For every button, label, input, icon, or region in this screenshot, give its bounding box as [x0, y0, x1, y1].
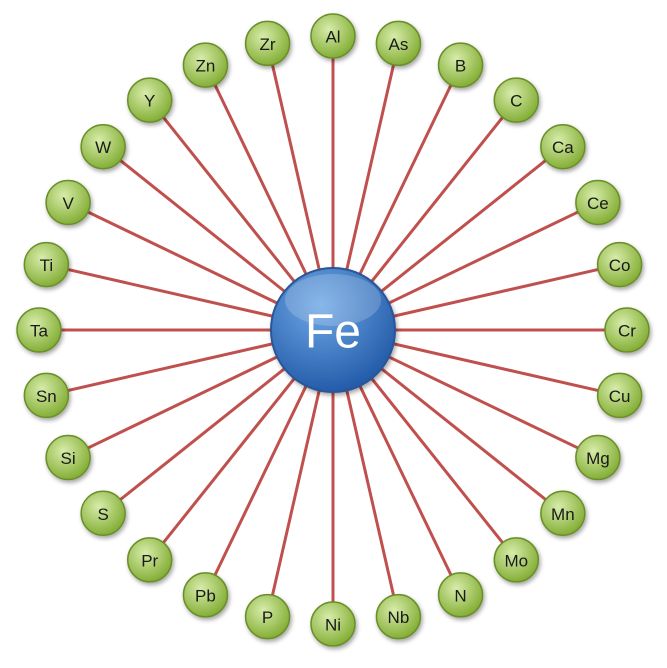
element-circle: [575, 434, 621, 481]
element-label: Ce: [587, 194, 609, 213]
element-circle: [80, 123, 126, 170]
element-circle: [596, 241, 643, 288]
element-circle: [45, 434, 91, 481]
element-node-s: S: [80, 490, 126, 537]
element-circle: [437, 572, 484, 618]
element-circle: [126, 77, 173, 123]
element-node-nb: Nb: [375, 593, 422, 640]
center-label: Fe: [305, 306, 361, 359]
element-node-ca: Ca: [540, 123, 586, 170]
element-circle: [23, 241, 70, 288]
element-label: Co: [609, 256, 631, 275]
element-circle: [493, 537, 540, 583]
element-circle: [244, 20, 291, 67]
element-node-cr: Cr: [604, 307, 650, 353]
element-circle: [575, 179, 621, 226]
element-label: Zr: [260, 35, 276, 54]
element-node-y: Y: [126, 77, 173, 123]
center-circle: [270, 267, 396, 393]
element-circle: [596, 372, 643, 419]
element-circle: [375, 593, 422, 640]
element-circle: [604, 307, 650, 353]
element-circle: [182, 42, 229, 88]
center-node: Fe: [270, 267, 396, 393]
element-node-w: W: [80, 123, 126, 170]
element-node-co: Co: [596, 241, 643, 288]
element-circle: [80, 490, 126, 537]
element-circle: [540, 490, 586, 537]
element-node-v: V: [45, 179, 91, 226]
element-circle: [437, 42, 484, 88]
element-node-ce: Ce: [575, 179, 621, 226]
element-label: V: [62, 194, 74, 213]
element-label: Zn: [196, 57, 216, 76]
element-label: Sn: [36, 387, 57, 406]
element-label: Cr: [618, 322, 636, 341]
element-label: Ta: [30, 322, 49, 341]
element-circle: [126, 537, 173, 583]
element-label: Nb: [388, 608, 410, 627]
element-node-zn: Zn: [182, 42, 229, 88]
element-label: Ti: [40, 256, 54, 275]
element-label: Si: [61, 449, 76, 468]
element-circle: [375, 20, 422, 67]
element-circle: [540, 123, 586, 170]
element-circle: [16, 307, 62, 353]
center-highlight: [285, 274, 381, 326]
element-label: As: [388, 35, 408, 54]
element-label: Ca: [552, 138, 574, 157]
element-label: S: [97, 505, 108, 524]
element-circle: [310, 601, 356, 647]
element-label: Mg: [586, 449, 610, 468]
element-circle: [45, 179, 91, 226]
element-node-mn: Mn: [540, 490, 586, 537]
element-circle: [182, 572, 229, 618]
element-circle: [493, 77, 540, 123]
element-label: Pb: [195, 586, 216, 605]
element-label: Cu: [609, 387, 631, 406]
element-circle: [244, 593, 291, 640]
element-node-c: C: [493, 77, 540, 123]
element-label: Ni: [325, 616, 341, 635]
element-circle: [310, 13, 356, 59]
element-node-b: B: [437, 42, 484, 88]
element-node-al: Al: [310, 13, 356, 59]
element-node-ni: Ni: [310, 601, 356, 647]
element-node-sn: Sn: [23, 372, 70, 419]
element-node-p: P: [244, 593, 291, 640]
element-node-n: N: [437, 572, 484, 618]
element-label: Y: [144, 92, 155, 111]
element-node-cu: Cu: [596, 372, 643, 419]
element-label: Mo: [504, 551, 528, 570]
element-node-mg: Mg: [575, 434, 621, 481]
element-label: N: [454, 586, 466, 605]
element-node-ta: Ta: [16, 307, 62, 353]
element-label: W: [95, 138, 111, 157]
element-label: P: [262, 608, 273, 627]
element-label: Pr: [141, 551, 158, 570]
element-node-ti: Ti: [23, 241, 70, 288]
element-circle: [23, 372, 70, 419]
element-node-pb: Pb: [182, 572, 229, 618]
element-node-as: As: [375, 20, 422, 67]
element-node-zr: Zr: [244, 20, 291, 67]
element-label: Al: [325, 28, 340, 47]
element-node-si: Si: [45, 434, 91, 481]
element-label: Mn: [551, 505, 575, 524]
element-node-pr: Pr: [126, 537, 173, 583]
element-node-mo: Mo: [493, 537, 540, 583]
element-label: B: [455, 57, 466, 76]
element-label: C: [510, 92, 522, 111]
